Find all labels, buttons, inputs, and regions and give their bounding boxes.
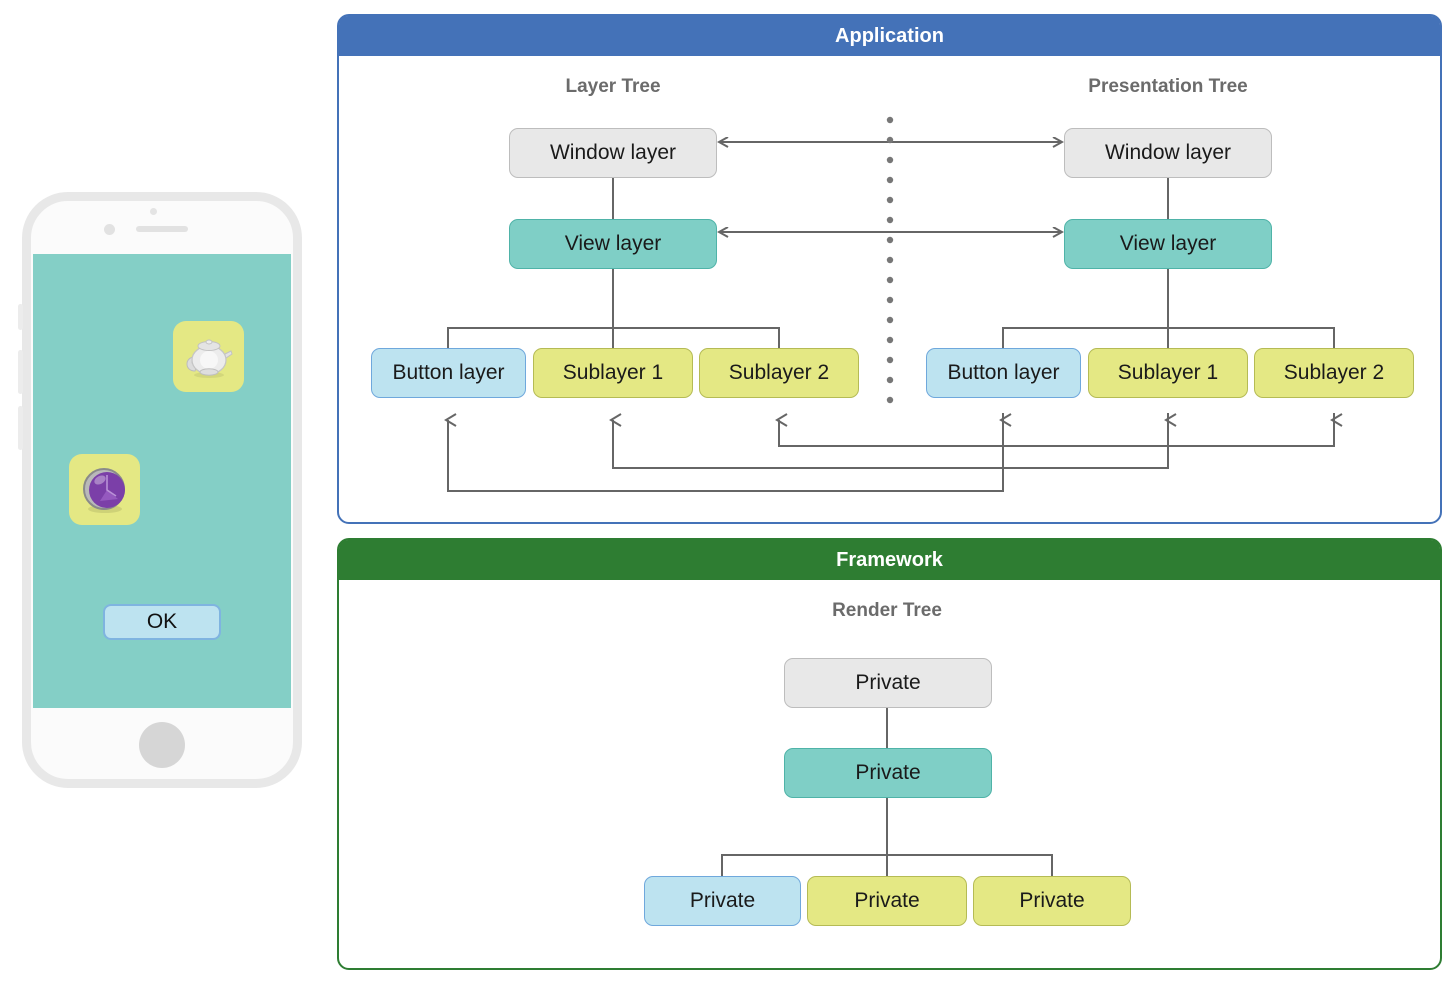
render-tree-node-leaf-2[interactable]: Private xyxy=(807,876,967,926)
application-panel-title: Application xyxy=(339,16,1440,56)
phone-screen: OK xyxy=(33,254,291,708)
layer-tree-title: Layer Tree xyxy=(565,76,661,97)
layer-tree-node-button[interactable]: Button layer xyxy=(371,348,526,398)
render-tree-title: Render Tree xyxy=(832,600,942,621)
render-tree-node-leaf-3[interactable]: Private xyxy=(973,876,1131,926)
phone-sensor-icon xyxy=(150,208,157,215)
render-tree-node-leaf-1[interactable]: Private xyxy=(644,876,801,926)
presentation-tree-node-sublayer-1[interactable]: Sublayer 1 xyxy=(1088,348,1248,398)
phone-volume-up-button[interactable] xyxy=(18,350,23,394)
render-tree-node-root[interactable]: Private xyxy=(784,658,992,708)
layer-tree-node-sublayer-2[interactable]: Sublayer 2 xyxy=(699,348,859,398)
tree-divider-dots xyxy=(886,116,894,404)
presentation-tree-node-window[interactable]: Window layer xyxy=(1064,128,1272,178)
teapot-icon xyxy=(185,339,233,378)
phone-home-button[interactable] xyxy=(139,722,185,768)
presentation-tree-title: Presentation Tree xyxy=(1088,76,1248,97)
layer-tree-node-sublayer-1[interactable]: Sublayer 1 xyxy=(533,348,693,398)
phone-speaker-grille xyxy=(136,226,188,232)
framework-panel: Framework Render Tree Private Private Pr… xyxy=(337,538,1442,970)
iphone-mockup: OK xyxy=(18,192,302,788)
application-panel: Application Layer Tree Presentation Tree xyxy=(337,14,1442,524)
teapot-app-icon[interactable] xyxy=(173,321,244,392)
framework-panel-title: Framework xyxy=(339,540,1440,580)
phone-camera-icon xyxy=(104,224,115,235)
layer-tree-node-window[interactable]: Window layer xyxy=(509,128,717,178)
presentation-tree-node-button[interactable]: Button layer xyxy=(926,348,1081,398)
phone-silent-switch[interactable] xyxy=(18,304,23,330)
application-edges xyxy=(444,116,1343,492)
purple-orb-icon xyxy=(82,467,125,513)
layer-tree-node-view[interactable]: View layer xyxy=(509,219,717,269)
gem-app-icon[interactable] xyxy=(69,454,140,525)
render-tree-node-mid[interactable]: Private xyxy=(784,748,992,798)
presentation-tree-node-view[interactable]: View layer xyxy=(1064,219,1272,269)
presentation-tree-node-sublayer-2[interactable]: Sublayer 2 xyxy=(1254,348,1414,398)
ok-button[interactable]: OK xyxy=(103,604,221,640)
phone-volume-down-button[interactable] xyxy=(18,406,23,450)
